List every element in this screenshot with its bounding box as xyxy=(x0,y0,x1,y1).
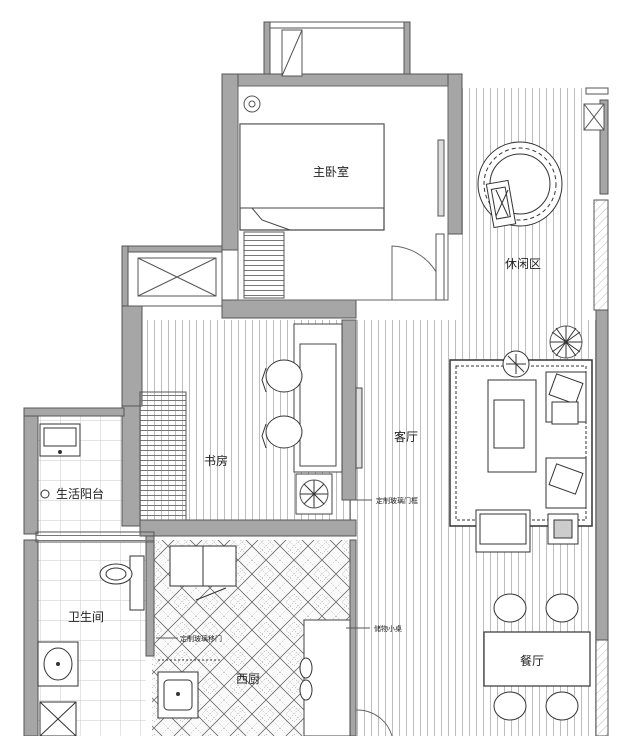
wash-basin xyxy=(37,641,79,687)
label-dining-room: 餐厅 xyxy=(520,653,544,668)
fridge xyxy=(169,545,237,601)
study-plant-icon xyxy=(295,473,333,515)
wall-mirror-cabinet xyxy=(437,139,445,217)
dining-set xyxy=(483,593,591,721)
drain-icon xyxy=(40,489,50,499)
bed xyxy=(239,123,385,231)
ceiling-light-icon xyxy=(243,95,261,113)
kitchen-door-swing xyxy=(355,709,393,736)
note-custom-sliding-door: 定制玻璃移门 xyxy=(180,634,222,643)
washing-machine xyxy=(39,423,81,457)
sofa-set xyxy=(449,359,593,553)
note-custom-glass-door: 定制玻璃门框 xyxy=(376,496,418,505)
label-bathroom: 卫生间 xyxy=(68,610,104,624)
study-desk xyxy=(261,323,343,473)
label-master-bedroom: 主卧室 xyxy=(313,164,349,179)
label-western-kitchen: 西厨 xyxy=(236,672,260,686)
wardrobe xyxy=(243,231,285,299)
label-study: 书房 xyxy=(204,453,228,468)
plant-icon xyxy=(549,325,583,359)
kitchen-sink xyxy=(157,671,199,719)
note-storage-table: 储物小桌 xyxy=(374,624,402,633)
label-leisure-area: 休闲区 xyxy=(505,257,541,271)
kitchen-counter xyxy=(303,619,351,736)
tv-wall xyxy=(355,387,363,469)
round-table-set xyxy=(477,141,563,229)
toilet xyxy=(99,555,145,611)
cooktop xyxy=(299,657,313,701)
label-living-room: 客厅 xyxy=(394,429,418,444)
label-utility-balcony: 生活阳台 xyxy=(56,486,104,501)
study-bookshelf xyxy=(139,391,187,521)
floor-lamp-icon xyxy=(502,350,530,378)
